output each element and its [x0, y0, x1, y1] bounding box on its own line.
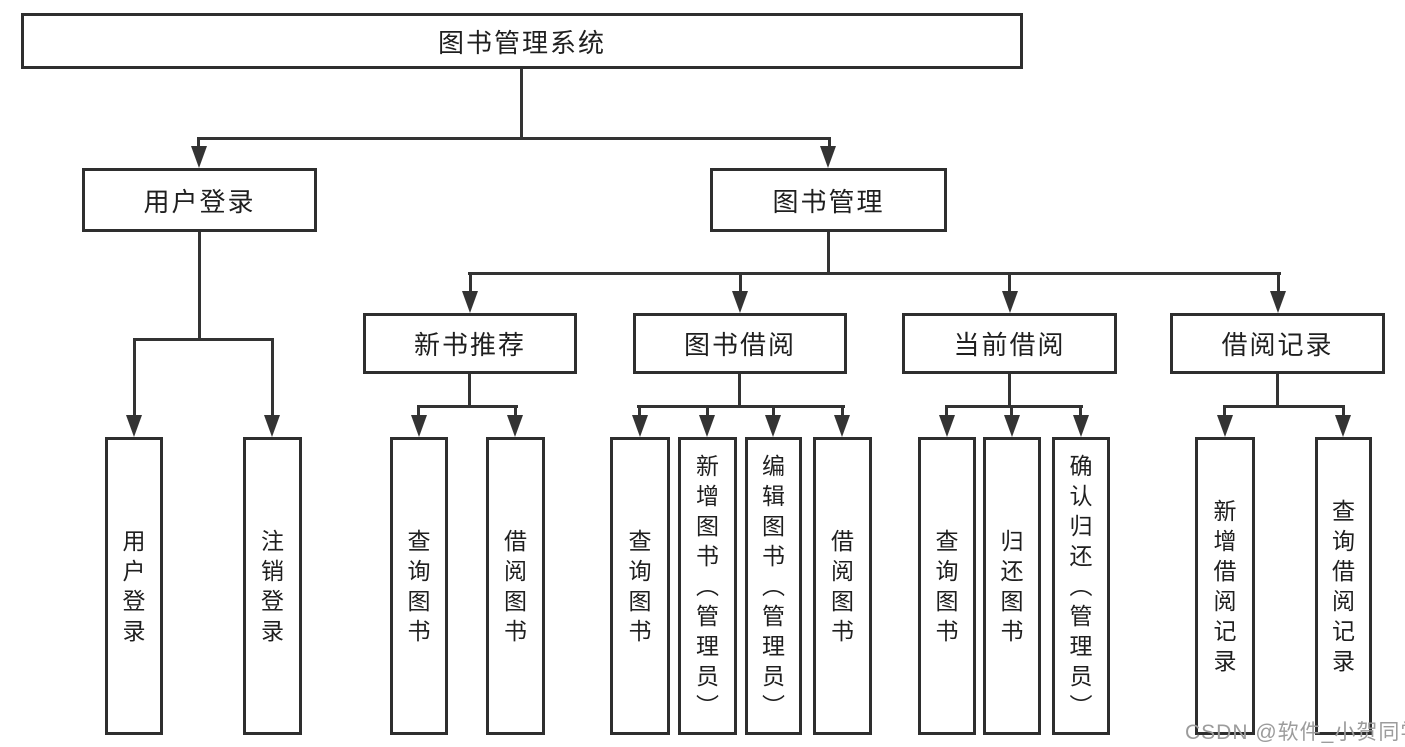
leaf-add-book-admin: 新增图书︵管理员︶ [678, 437, 737, 735]
leaf-borrow-books-label: 借阅图书 [831, 528, 854, 644]
connector-line [514, 405, 517, 417]
node-book-management: 图书管理 [710, 168, 947, 232]
connector-line [468, 272, 1281, 275]
node-new-book-recommend-label: 新书推荐 [413, 330, 526, 360]
leaf-user-login: 用户登录 [105, 437, 163, 735]
leaf-add-borrow-record: 新增借阅记录 [1195, 437, 1255, 735]
connector-line [827, 232, 830, 275]
connector-line [1010, 405, 1013, 417]
connector-line [197, 137, 200, 151]
node-current-borrow: 当前借阅 [902, 313, 1117, 374]
arrowhead-down-icon [732, 291, 748, 313]
connector-line [738, 374, 741, 408]
leaf-add-borrow-record-label: 新增借阅记录 [1213, 498, 1237, 674]
arrowhead-down-icon [765, 415, 781, 437]
leaf-confirm-return-admin: 确认归还︵管理员︶ [1052, 437, 1110, 735]
connector-line [772, 405, 775, 417]
connector-line [133, 338, 274, 341]
leaf-borrow-books: 借阅图书 [813, 437, 872, 735]
arrowhead-down-icon [507, 415, 523, 437]
arrowhead-down-icon [1217, 415, 1233, 437]
arrowhead-down-icon [264, 415, 280, 437]
arrowhead-down-icon [820, 146, 836, 168]
leaf-query-books-recommend-label: 查询图书 [407, 528, 431, 644]
node-book-borrow: 图书借阅 [633, 313, 847, 374]
leaf-edit-book-admin: 编辑图书︵管理员︶ [745, 437, 802, 735]
leaf-query-borrow-record: 查询借阅记录 [1315, 437, 1372, 735]
connector-line [1008, 272, 1011, 292]
arrowhead-down-icon [1270, 291, 1286, 313]
watermark: CSDN @软件_小贺同学 [1185, 721, 1405, 744]
arrowhead-down-icon [1073, 415, 1089, 437]
connector-line [197, 137, 831, 140]
connector-line [1008, 374, 1011, 408]
connector-line [520, 69, 523, 140]
arrowhead-down-icon [699, 415, 715, 437]
leaf-query-borrow-record-label: 查询借阅记录 [1332, 498, 1355, 674]
leaf-query-books-current: 查询图书 [918, 437, 976, 735]
leaf-borrow-books-recommend-label: 借阅图书 [504, 528, 527, 644]
leaf-borrow-books-recommend: 借阅图书 [486, 437, 545, 735]
connector-line [1342, 405, 1345, 417]
arrowhead-down-icon [1002, 291, 1018, 313]
arrowhead-down-icon [834, 415, 850, 437]
leaf-return-book: 归还图书 [983, 437, 1041, 735]
connector-line [417, 405, 420, 417]
connector-line [469, 272, 472, 292]
node-user-login-label: 用户登录 [143, 186, 256, 217]
arrowhead-down-icon [191, 146, 207, 168]
connector-line [706, 405, 709, 417]
connector-line [739, 272, 742, 292]
connector-line [198, 232, 201, 341]
leaf-query-books-current-label: 查询图书 [935, 528, 959, 644]
node-new-book-recommend: 新书推荐 [363, 313, 577, 374]
connector-line [828, 137, 831, 151]
leaf-edit-book-admin-label: 编辑图书︵管理员︶ [762, 453, 785, 719]
arrowhead-down-icon [462, 291, 478, 313]
node-borrow-records-label: 借阅记录 [1221, 330, 1334, 360]
node-root: 图书管理系统 [21, 13, 1023, 69]
connector-line [637, 405, 845, 408]
node-borrow-records: 借阅记录 [1170, 313, 1385, 374]
arrowhead-down-icon [632, 415, 648, 437]
connector-line [468, 374, 471, 408]
node-book-borrow-label: 图书借阅 [683, 330, 796, 360]
connector-line [1223, 405, 1345, 408]
arrowhead-down-icon [1004, 415, 1020, 437]
connector-line [945, 405, 948, 417]
connector-line [1223, 405, 1226, 417]
connector-line [945, 405, 1083, 408]
node-book-management-label: 图书管理 [772, 186, 885, 217]
node-current-borrow-label: 当前借阅 [953, 330, 1066, 360]
leaf-user-login-label: 用户登录 [122, 528, 146, 644]
node-user-login: 用户登录 [82, 168, 317, 232]
connector-line [417, 405, 518, 408]
arrowhead-down-icon [1335, 415, 1351, 437]
connector-line [133, 338, 136, 419]
leaf-logout: 注销登录 [243, 437, 302, 735]
connector-line [1277, 272, 1280, 292]
arrowhead-down-icon [411, 415, 427, 437]
node-root-label: 图书管理系统 [437, 27, 606, 58]
connector-line [1276, 374, 1279, 408]
connector-line [841, 405, 844, 417]
arrowhead-down-icon [939, 415, 955, 437]
leaf-confirm-return-admin-label: 确认归还︵管理员︶ [1069, 453, 1093, 719]
leaf-query-books-borrow-label: 查询图书 [628, 528, 652, 644]
connector-line [638, 405, 641, 417]
leaf-add-book-admin-label: 新增图书︵管理员︶ [696, 453, 719, 719]
leaf-query-books-borrow: 查询图书 [610, 437, 670, 735]
connector-line [1079, 405, 1082, 417]
connector-line [271, 338, 274, 419]
leaf-logout-label: 注销登录 [261, 528, 284, 644]
leaf-return-book-label: 归还图书 [1000, 528, 1024, 644]
arrowhead-down-icon [126, 415, 142, 437]
leaf-query-books-recommend: 查询图书 [390, 437, 448, 735]
